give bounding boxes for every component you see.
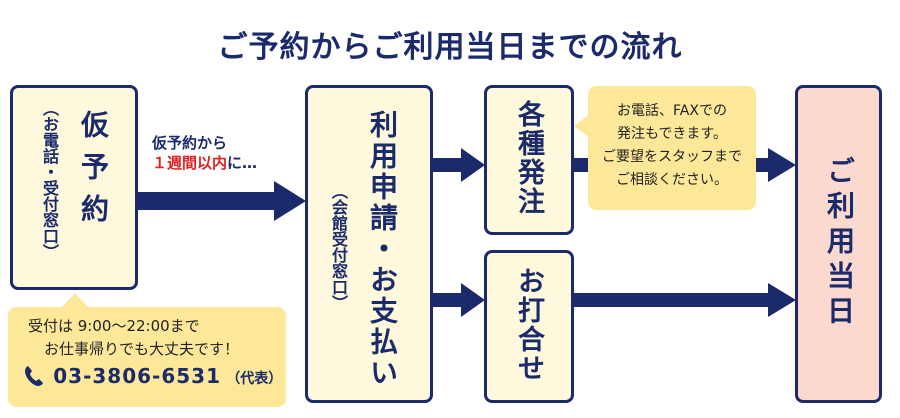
order-info-line3: ご要望をスタッフまで [602, 149, 742, 165]
step-various-orders-label: 各種発注 [513, 100, 544, 216]
step-application-payment-label: 利用申請・お支払い [366, 110, 399, 389]
reception-hours-bubble: 受付は 9:00〜22:00まで お仕事帰りでも大丈夫です！ 03-3806-6… [8, 307, 286, 407]
order-info-bubble: お電話、FAXでの 発注もできます。 ご要望をスタッフまで ご相談ください。 [588, 86, 756, 210]
phone-number[interactable]: 03-3806-6531 [53, 364, 221, 388]
step-meeting-label: お打合せ [513, 267, 544, 383]
deadline-note-highlight: １週間以内 [152, 154, 228, 172]
arrow-step2-to-meeting [433, 283, 485, 317]
page-title: ご予約からご利用当日までの流れ [217, 30, 683, 65]
step-provisional-reservation-sub: （お電話・受付窓口） [40, 100, 59, 260]
phone-line: 03-3806-6531 （代表） [8, 365, 286, 394]
deadline-note-rest: に… [227, 154, 258, 172]
step-provisional-reservation-label: 仮予約 [77, 110, 110, 236]
step-various-orders: 各種発注 [484, 85, 574, 235]
step-application-payment-sub: （会館受付窓口） [329, 183, 348, 311]
arrow-step2-to-orders [433, 148, 485, 182]
reception-hours-line2: お仕事帰りでも大丈夫です！ [44, 340, 240, 358]
order-info-line2: 発注もできます。 [616, 126, 728, 142]
step-meeting: お打合せ [484, 250, 574, 403]
step-usage-day-label: ご利用当日 [823, 156, 856, 331]
reception-bubble-pointer [60, 293, 90, 309]
deadline-note-line2: １週間以内に… [152, 153, 257, 173]
step-usage-day: ご利用当日 [795, 85, 882, 403]
phone-note: （代表） [226, 371, 283, 387]
step-application-payment: 利用申請・お支払い （会館受付窓口） [305, 85, 433, 403]
order-info-line4: ご相談ください。 [616, 172, 728, 188]
arrow-orders-to-final [574, 148, 796, 182]
arrow-step1-to-step2 [138, 181, 306, 221]
deadline-note-line1: 仮予約から [152, 134, 228, 152]
order-info-line1: お電話、FAXでの [617, 103, 727, 119]
order-bubble-pointer [574, 114, 590, 138]
step-provisional-reservation: 仮予約 （お電話・受付窓口） [10, 85, 138, 290]
deadline-note: 仮予約から １週間以内に… [152, 133, 257, 173]
arrow-meeting-to-final [574, 283, 796, 317]
reception-hours-line1: 受付は 9:00〜22:00まで [28, 317, 200, 335]
phone-icon [24, 365, 44, 394]
